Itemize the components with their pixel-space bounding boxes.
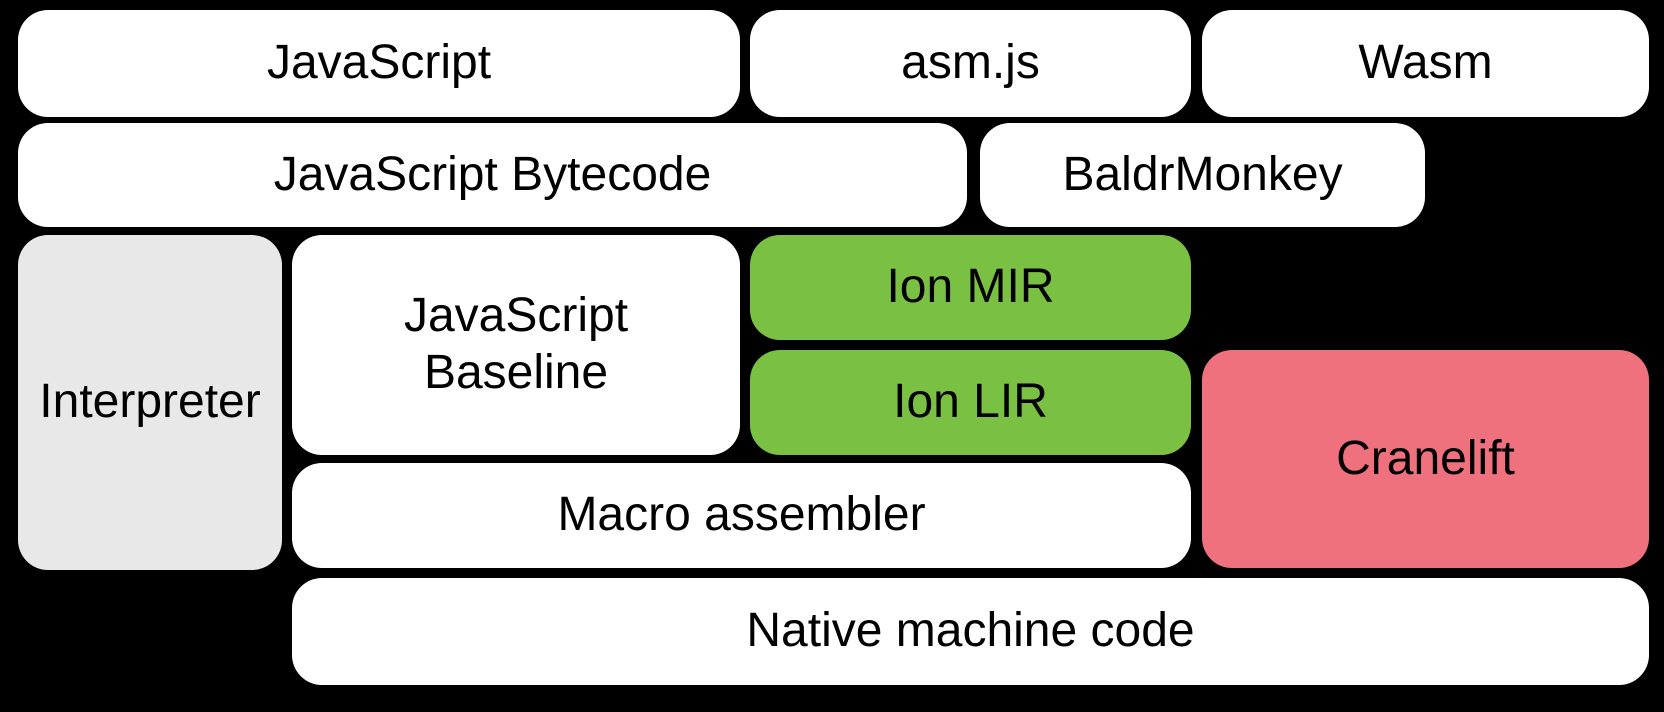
box-macro-assembler: Macro assembler [292,463,1191,568]
box-wasm-label: Wasm [1358,36,1493,90]
box-macro-assembler-label: Macro assembler [557,488,926,542]
box-javascript-baseline: JavaScript Baseline [292,235,740,455]
box-native-machine-code: Native machine code [292,578,1649,685]
box-asm-js-label: asm.js [901,36,1040,90]
box-native-machine-code-label: Native machine code [746,604,1195,658]
box-ion-mir: Ion MIR [750,235,1191,340]
box-javascript-bytecode: JavaScript Bytecode [18,123,967,227]
box-interpreter-label: Interpreter [39,375,261,429]
box-ion-lir-label: Ion LIR [893,375,1048,429]
box-javascript-label: JavaScript [266,36,492,90]
box-ion-mir-label: Ion MIR [886,260,1055,314]
box-baldrmonkey: BaldrMonkey [980,123,1425,227]
box-cranelift: Cranelift [1202,350,1649,568]
box-asm-js: asm.js [750,10,1191,117]
box-javascript: JavaScript [18,10,740,117]
box-interpreter: Interpreter [18,235,282,570]
box-cranelift-label: Cranelift [1336,431,1515,485]
box-javascript-baseline-label: JavaScript Baseline [403,289,629,399]
box-baldrmonkey-label: BaldrMonkey [1062,147,1343,201]
box-javascript-bytecode-label: JavaScript Bytecode [273,147,712,201]
box-ion-lir: Ion LIR [750,350,1191,455]
box-wasm: Wasm [1202,10,1649,117]
